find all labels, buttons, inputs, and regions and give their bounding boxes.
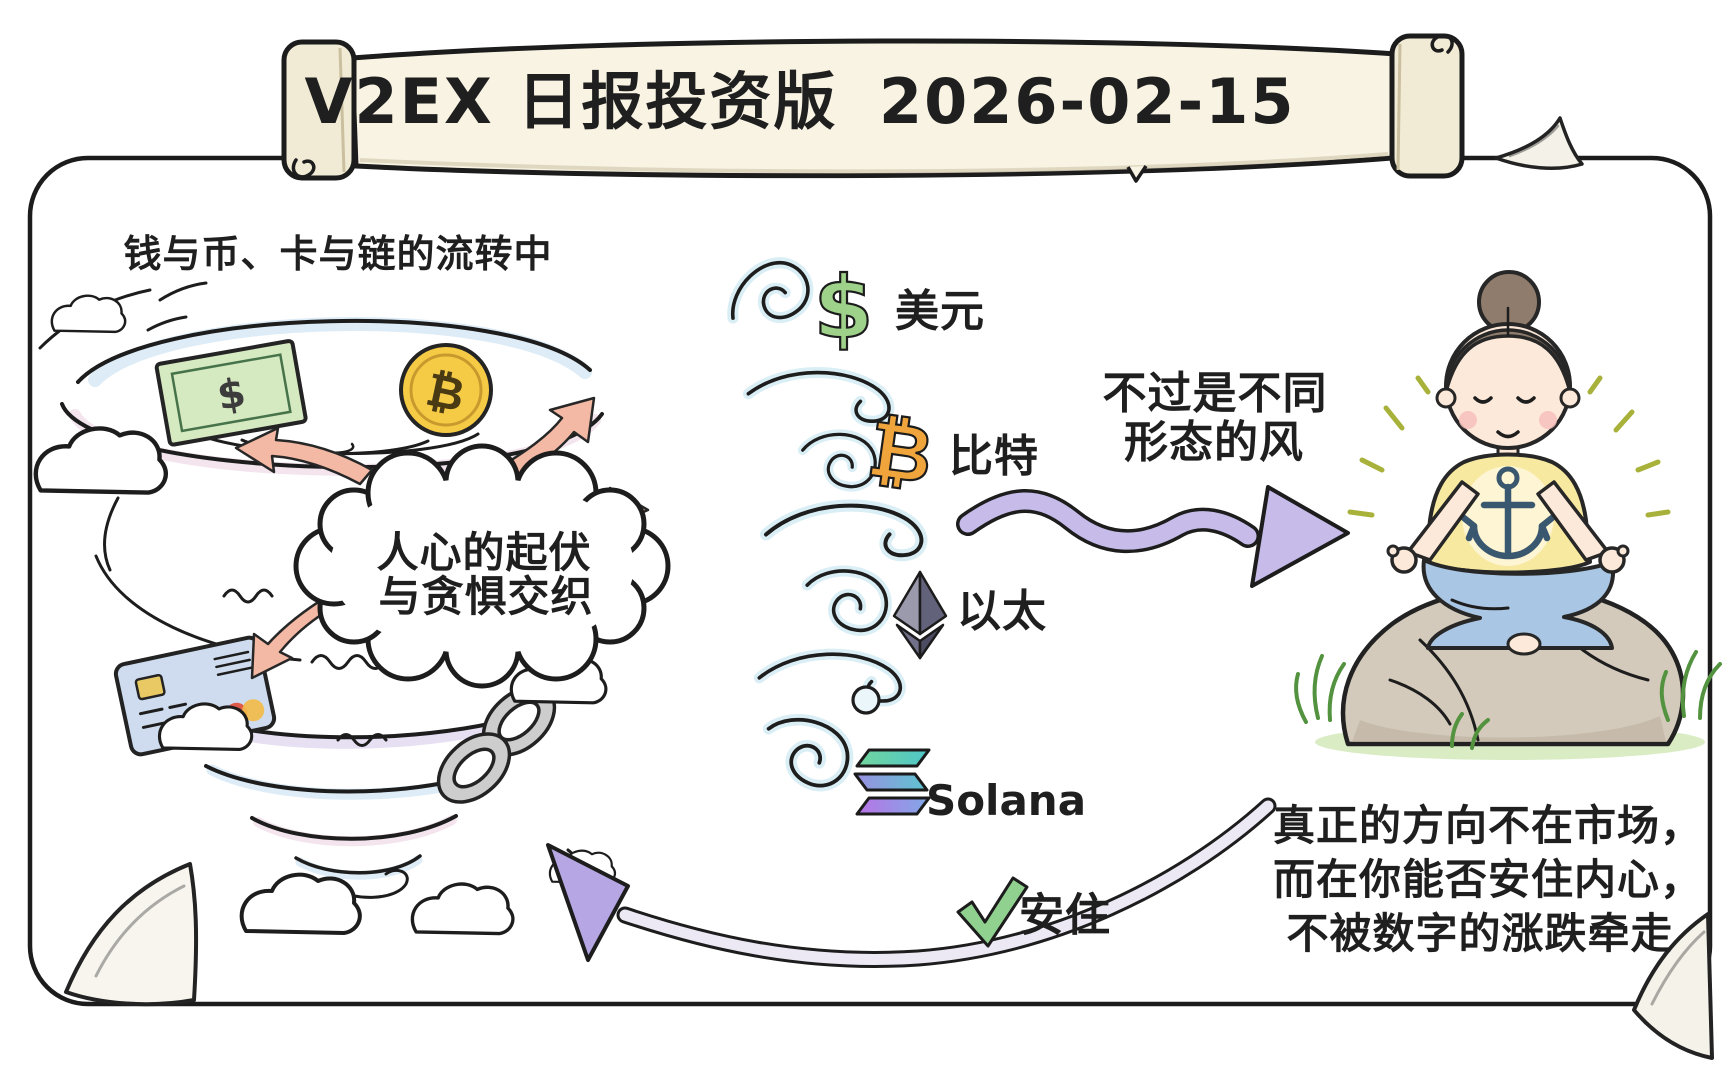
sparkle-dashes: [1347, 375, 1671, 518]
chain-link-icon: [436, 685, 557, 804]
arrow-up-left: [234, 426, 374, 486]
cloud-text-line2: 与贪惧交织: [378, 572, 594, 621]
check-icon: [956, 876, 1029, 948]
moral-line3: 不被数字的涨跌牵走: [1286, 909, 1674, 958]
dollar-sign-icon: $: [812, 258, 875, 358]
ethereum-icon: [892, 570, 948, 660]
grass-tufts: [1294, 650, 1722, 750]
wind-note-line1: 不过是不同: [1102, 368, 1328, 419]
tornado-caption: 钱与币、卡与链的流转中: [123, 232, 553, 276]
meditator: [1386, 270, 1630, 656]
banner-title: V2EX 日报投资版 2026-02-15: [304, 71, 1295, 133]
wind-swirls: [718, 251, 923, 795]
cloud-text-line1: 人心的起伏: [376, 528, 592, 577]
eth-label: 以太: [957, 586, 1047, 637]
banner-date: 2026-02-15: [878, 65, 1296, 138]
banner-title-text: V2EX 日报投资版: [304, 65, 838, 138]
wind-arrow-right: [956, 485, 1350, 588]
bitcoin-sign-icon: ₿: [862, 403, 941, 503]
bitcoin-coin-icon: ₿: [399, 343, 493, 437]
foot: [1506, 632, 1542, 656]
moral-line2: 而在你能否安住内心，: [1272, 855, 1704, 904]
solana-label: Solana: [925, 776, 1087, 825]
page-curl-bottom-left: [64, 862, 199, 1007]
thought-cloud: [293, 443, 671, 689]
solana-icon: [853, 748, 931, 816]
usd-label: 美元: [895, 286, 985, 337]
btc-label: 比特: [949, 431, 1039, 482]
smile: [1496, 430, 1520, 439]
meditator-scene: [1294, 270, 1722, 760]
closed-eyes: [1473, 396, 1536, 404]
hair: [1444, 328, 1572, 394]
page-curl-top-right: [1494, 116, 1584, 170]
wind-note-line2: 形态的风: [1124, 417, 1304, 468]
jeans: [1421, 558, 1616, 650]
check-label: 安住: [1018, 888, 1112, 942]
anchor-icon: [1460, 466, 1556, 560]
moral-line1: 真正的方向不在市场，: [1272, 801, 1704, 850]
dollar-bill-icon: $: [154, 339, 308, 447]
return-arrow: [546, 797, 1277, 968]
head: [1444, 322, 1572, 450]
page-curl-bottom-right: [1632, 912, 1714, 1060]
title-scroll-banner: [281, 33, 1465, 183]
